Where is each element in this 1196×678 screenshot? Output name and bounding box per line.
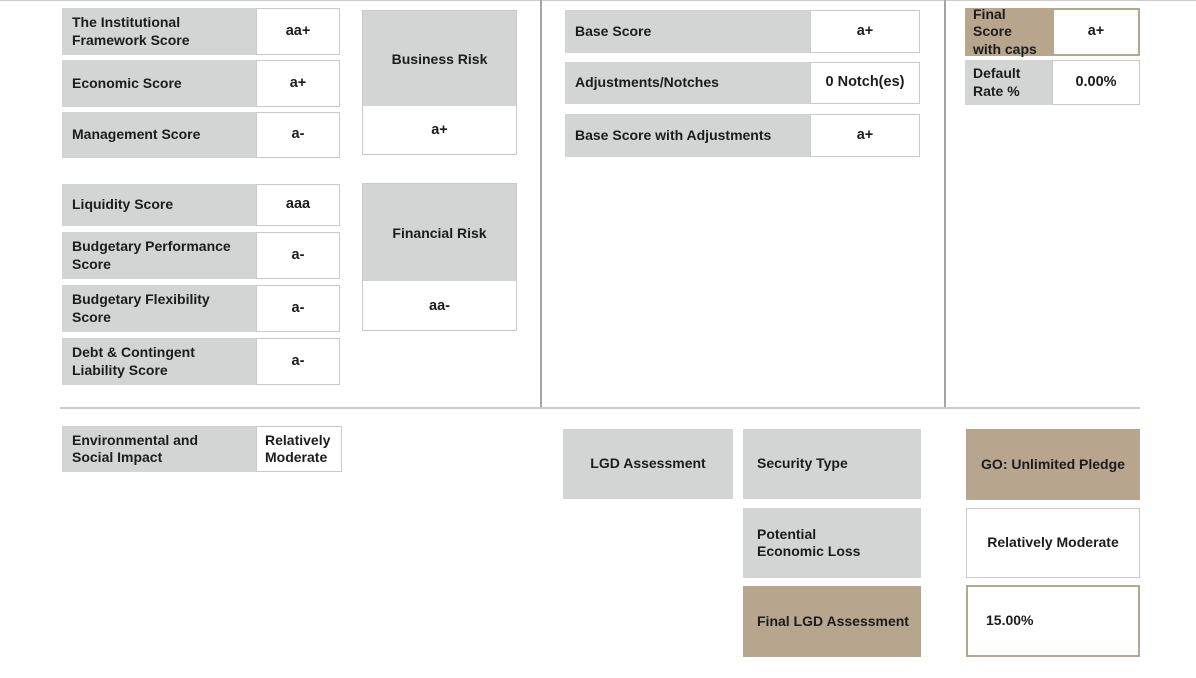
economic-score-label: Economic Score — [62, 60, 256, 107]
horizontal-divider — [60, 407, 1140, 409]
financial-risk-label: Financial Risk — [363, 184, 516, 281]
institutional-framework-score-row: The Institutional Framework Score aa+ — [62, 8, 340, 55]
vertical-divider-left — [540, 0, 542, 408]
budgetary-performance-score-label: Budgetary Performance Score — [62, 232, 256, 279]
liquidity-score-value: aaa — [256, 184, 340, 226]
potential-economic-loss-value: Relatively Moderate — [966, 508, 1140, 578]
lgd-assessment-header: LGD Assessment — [563, 429, 733, 499]
financial-risk-box: Financial Risk aa- — [362, 183, 517, 331]
budgetary-flexibility-score-label: Budgetary Flexibility Score — [62, 285, 256, 332]
budgetary-flexibility-score-value: a- — [256, 285, 340, 332]
economic-score-row: Economic Score a+ — [62, 60, 340, 107]
security-type-label: Security Type — [743, 429, 921, 499]
environmental-social-impact-row: Environmental and Social Impact Relative… — [62, 426, 342, 472]
management-score-label: Management Score — [62, 112, 256, 158]
liquidity-score-label: Liquidity Score — [62, 184, 256, 226]
base-score-with-adjustments-row: Base Score with Adjustments a+ — [565, 114, 920, 157]
base-score-with-adjustments-value: a+ — [810, 114, 920, 157]
base-score-with-adjustments-label: Base Score with Adjustments — [565, 114, 810, 157]
institutional-framework-score-value: aa+ — [256, 8, 340, 55]
default-rate-row: Default Rate % 0.00% — [965, 60, 1140, 105]
final-lgd-assessment-label: Final LGD Assessment — [743, 586, 921, 657]
adjustments-notches-value: 0 Notch(es) — [810, 62, 920, 104]
security-type-value: GO: Unlimited Pledge — [966, 429, 1140, 500]
base-score-row: Base Score a+ — [565, 10, 920, 53]
financial-risk-value: aa- — [363, 281, 516, 330]
final-score-with-caps-label: Final Score with caps — [965, 6, 1052, 57]
budgetary-performance-score-value: a- — [256, 232, 340, 279]
environmental-social-impact-label: Environmental and Social Impact — [62, 426, 256, 472]
final-score-with-caps-value: a+ — [1052, 8, 1140, 56]
potential-economic-loss-label: Potential Economic Loss — [743, 508, 921, 578]
adjustments-notches-label: Adjustments/Notches — [565, 62, 810, 104]
business-risk-value: a+ — [363, 106, 516, 154]
default-rate-label: Default Rate % — [965, 60, 1052, 105]
base-score-value: a+ — [810, 10, 920, 53]
budgetary-performance-score-row: Budgetary Performance Score a- — [62, 232, 340, 279]
business-risk-box: Business Risk a+ — [362, 10, 517, 155]
economic-score-value: a+ — [256, 60, 340, 107]
vertical-divider-right — [944, 0, 946, 408]
environmental-social-impact-value: Relatively Moderate — [256, 426, 342, 472]
liquidity-score-row: Liquidity Score aaa — [62, 184, 340, 226]
debt-contingent-liability-score-value: a- — [256, 338, 340, 385]
base-score-label: Base Score — [565, 10, 810, 53]
management-score-row: Management Score a- — [62, 112, 340, 158]
institutional-framework-score-label: The Institutional Framework Score — [62, 8, 256, 55]
adjustments-notches-row: Adjustments/Notches 0 Notch(es) — [565, 62, 920, 104]
management-score-value: a- — [256, 112, 340, 158]
business-risk-label: Business Risk — [363, 11, 516, 106]
top-rule — [0, 0, 1196, 1]
debt-contingent-liability-score-label: Debt & Contingent Liability Score — [62, 338, 256, 385]
final-lgd-assessment-value: 15.00% — [966, 585, 1140, 657]
default-rate-value: 0.00% — [1052, 60, 1140, 105]
debt-contingent-liability-score-row: Debt & Contingent Liability Score a- — [62, 338, 340, 385]
budgetary-flexibility-score-row: Budgetary Flexibility Score a- — [62, 285, 340, 332]
final-score-with-caps-row: Final Score with caps a+ — [965, 6, 1140, 57]
